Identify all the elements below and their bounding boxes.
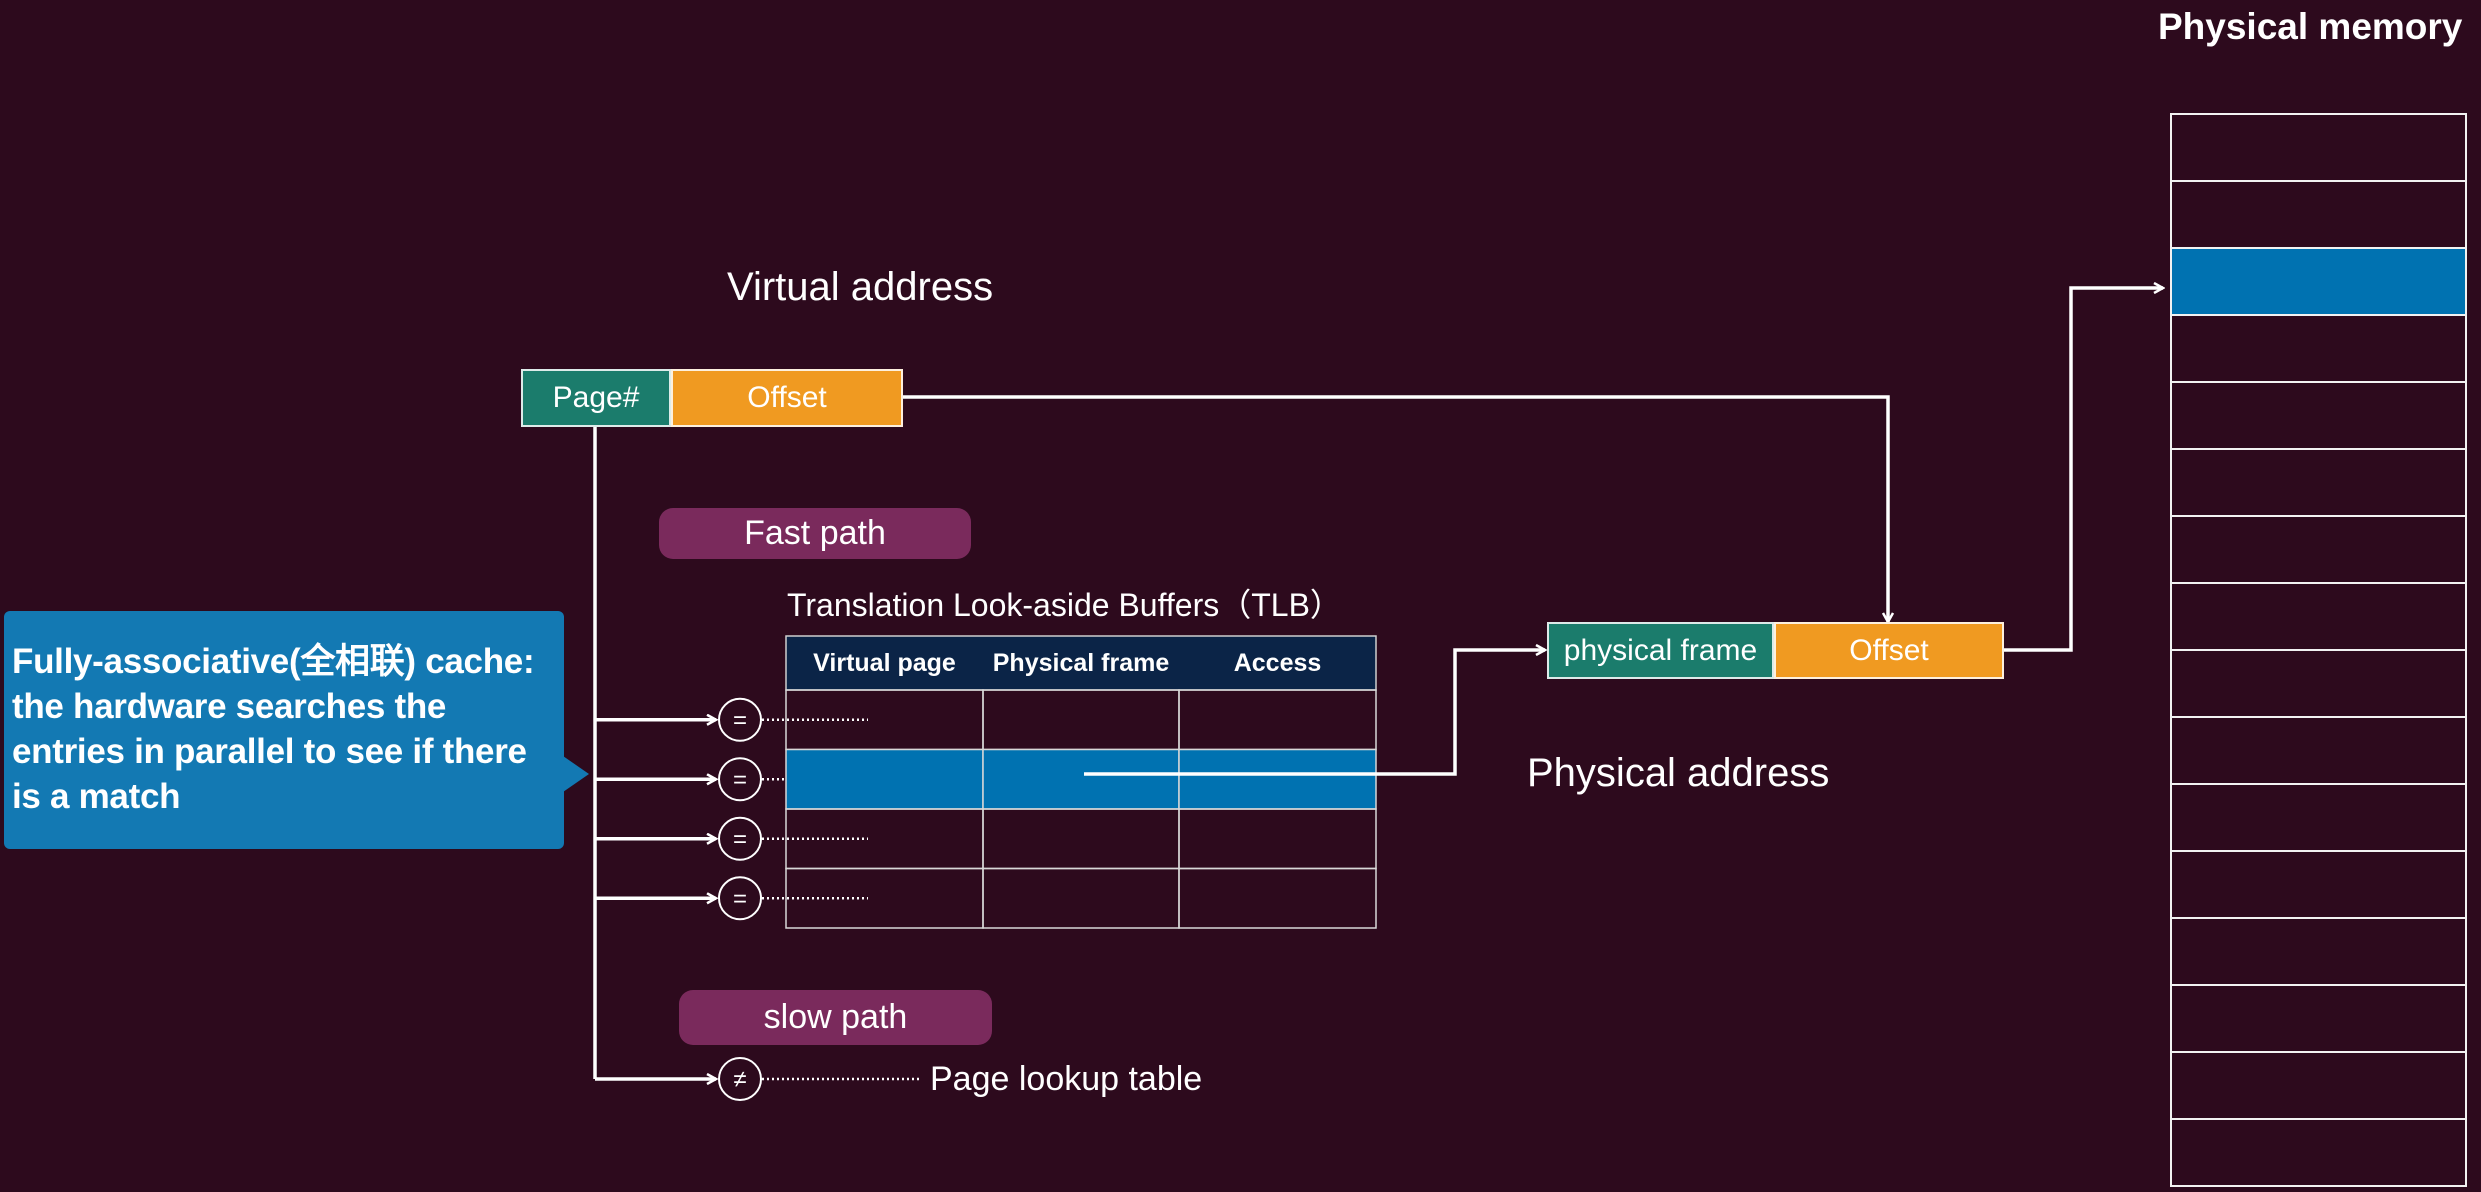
tlb-cell xyxy=(785,867,984,929)
memory-frame xyxy=(2170,716,2467,785)
memory-frame xyxy=(2170,314,2467,383)
slow-path-badge: slow path xyxy=(679,990,992,1045)
memory-frame xyxy=(2170,448,2467,517)
physical-offset-field: Offset xyxy=(1774,622,2004,679)
physical-memory-column xyxy=(2170,113,2467,1187)
tlb-cell xyxy=(1178,689,1377,751)
tlb-table xyxy=(785,635,1377,929)
fast-path-badge: Fast path xyxy=(659,508,971,559)
memory-frame xyxy=(2170,783,2467,852)
comparator-branches xyxy=(595,720,716,1079)
page-number-field: Page# xyxy=(521,369,671,427)
fully-associative-callout: Fully-associative(全相联) cache: the hardwa… xyxy=(4,611,564,849)
tlb-header-virtual-page: Virtual page xyxy=(813,648,956,677)
tlb-matched-cell xyxy=(1178,748,1377,810)
slow-comparator-circle xyxy=(718,1057,762,1101)
tlb-header-physical-frame: Physical frame xyxy=(992,648,1170,677)
callout-line-2: the hardware searches the xyxy=(12,687,447,726)
memory-frame xyxy=(2170,515,2467,584)
memory-frame xyxy=(2170,180,2467,249)
tlb-cell xyxy=(982,867,1180,929)
offset-to-physical-offset-line xyxy=(902,395,1888,622)
memory-frame xyxy=(2170,113,2467,182)
memory-frame xyxy=(2170,1118,2467,1187)
comparator-circle xyxy=(718,757,762,802)
physical-address-label: Physical address xyxy=(1527,751,1830,795)
callout-line-3: entries in parallel to see if there xyxy=(12,732,527,771)
comparator-symbol: = xyxy=(733,885,747,912)
callout-pointer xyxy=(563,756,589,792)
memory-frame xyxy=(2170,582,2467,651)
tlb-cell xyxy=(982,689,1180,751)
comparator-symbol: = xyxy=(733,707,747,734)
page-lookup-table-label: Page lookup table xyxy=(930,1060,1203,1098)
tlb-cell xyxy=(1178,808,1377,870)
tlb-matched-cell xyxy=(785,748,984,810)
virtual-offset-field: Offset xyxy=(671,369,903,427)
virtual-address-label: Virtual address xyxy=(727,265,994,309)
memory-frame-highlighted xyxy=(2170,247,2467,316)
tlb-cell xyxy=(785,689,984,751)
memory-frame xyxy=(2170,917,2467,986)
callout-line-1: Fully-associative(全相联) cache: xyxy=(12,642,535,681)
tlb-cell xyxy=(785,808,984,870)
comparator-circle xyxy=(718,697,762,742)
memory-frame xyxy=(2170,1051,2467,1120)
memory-frame xyxy=(2170,984,2467,1053)
tlb-header-row xyxy=(785,635,1377,691)
tlb-header-access: Access xyxy=(1233,648,1322,677)
comparator-circle xyxy=(718,876,762,921)
tlb-cell xyxy=(982,808,1180,870)
callout-line-4: is a match xyxy=(12,777,181,816)
physical-memory-title: Physical memory xyxy=(2158,6,2463,47)
tlb-hit-to-frame-line xyxy=(1084,650,1545,776)
tlb-matched-cell xyxy=(982,748,1180,810)
physical-frame-field: physical frame xyxy=(1547,622,1774,679)
comparator-symbol: = xyxy=(733,826,747,853)
comparator-circle xyxy=(718,816,762,861)
memory-frame xyxy=(2170,649,2467,718)
physical-address-to-memory-line xyxy=(2003,288,2163,652)
comparator-symbol: = xyxy=(733,766,747,793)
tlb-title: Translation Look-aside Buffers（TLB） xyxy=(787,587,1342,623)
slow-comparator-symbol: ≠ xyxy=(733,1066,746,1093)
tlb-comparators: = = = = ≠ xyxy=(718,697,922,1101)
memory-frame xyxy=(2170,381,2467,450)
memory-frame xyxy=(2170,850,2467,919)
tlb-cell xyxy=(1178,867,1377,929)
